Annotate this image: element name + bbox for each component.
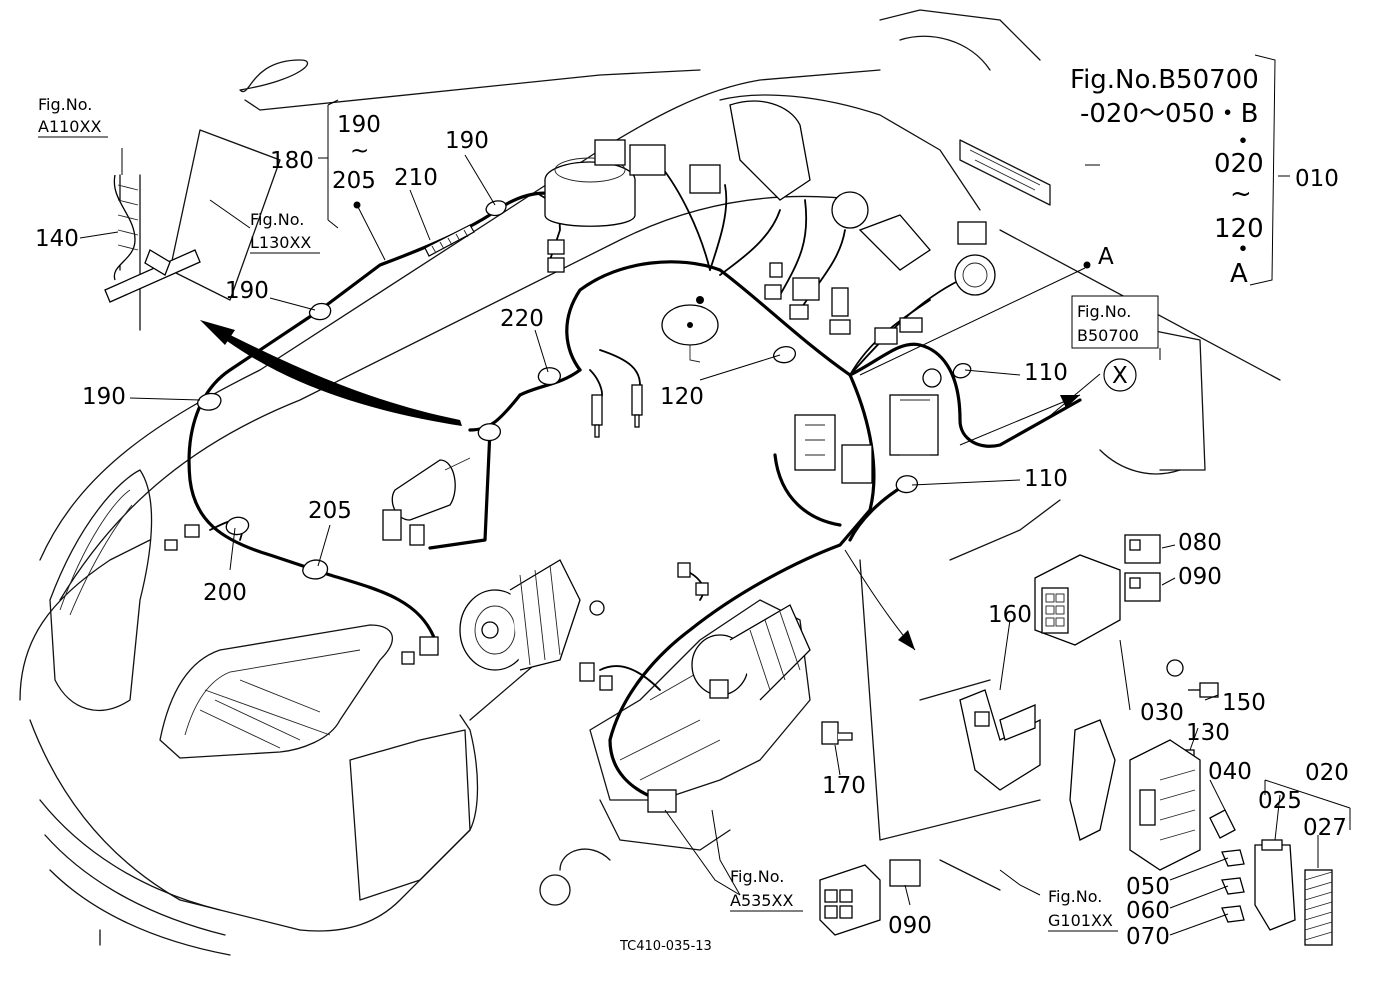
svg-text:Fig.No.B50700: Fig.No.B50700 bbox=[1070, 65, 1259, 95]
callout-010: 010 bbox=[1295, 166, 1339, 192]
range-190-205: 190 ~ 205 bbox=[332, 112, 381, 194]
svg-text:G101XX: G101XX bbox=[1048, 911, 1113, 930]
callout-a: A bbox=[1098, 244, 1114, 270]
glow-plug bbox=[591, 384, 643, 438]
callout-210: 210 bbox=[394, 165, 438, 191]
main-wire-harness bbox=[187, 191, 1082, 802]
fuel-cap bbox=[544, 157, 636, 227]
connector-090-lower bbox=[819, 859, 921, 936]
svg-text:A: A bbox=[1230, 259, 1248, 289]
callout-x-circle: X bbox=[1103, 358, 1137, 392]
svg-text:B50700: B50700 bbox=[1077, 326, 1139, 345]
svg-text:120: 120 bbox=[1214, 214, 1264, 244]
svg-text:A535XX: A535XX bbox=[730, 891, 793, 910]
callout-025: 025 bbox=[1258, 788, 1302, 814]
callout-060: 060 bbox=[1126, 898, 1170, 924]
starter-motor bbox=[691, 604, 811, 701]
direction-arrow-icon-right bbox=[959, 394, 1081, 446]
svg-text:-020～050・B: -020～050・B bbox=[1080, 99, 1258, 129]
callout-170: 170 bbox=[822, 773, 866, 799]
leader-lines bbox=[79, 54, 1351, 936]
connector-icon bbox=[164, 239, 923, 813]
callout-070: 070 bbox=[1126, 924, 1170, 950]
direction-arrow-icon bbox=[200, 320, 462, 426]
svg-text:~: ~ bbox=[1230, 179, 1252, 209]
callout-220: 220 bbox=[500, 306, 544, 332]
tractor-body-outline bbox=[19, 9, 1281, 956]
harness-sleeve-210 bbox=[424, 224, 475, 257]
fig-ref-g101: Fig.No. G101XX bbox=[1048, 887, 1118, 932]
svg-text:・: ・ bbox=[1230, 127, 1256, 157]
callout-090-lower: 090 bbox=[888, 913, 932, 939]
connector-080-090 bbox=[1124, 534, 1161, 602]
fuel-solenoid bbox=[382, 457, 471, 546]
fig-ref-l130: Fig.No. L130XX bbox=[250, 210, 320, 254]
direction-arrow-icon-down bbox=[844, 549, 916, 651]
fuse-box-cover-025 bbox=[1254, 839, 1296, 931]
cable-tie-140 bbox=[104, 174, 201, 303]
svg-text:190: 190 bbox=[337, 112, 381, 138]
main-fig-ref-b50700: Fig.No.B50700 -020～050・B ・ 020 ~ 120 ・ A bbox=[1070, 65, 1264, 289]
svg-text:020: 020 bbox=[1214, 149, 1264, 179]
svg-text:~: ~ bbox=[350, 138, 369, 164]
svg-text:L130XX: L130XX bbox=[250, 233, 311, 252]
fig-ref-b50700-box: Fig.No. B50700 bbox=[1071, 295, 1159, 349]
label-sticker-027 bbox=[1304, 869, 1333, 946]
callout-050: 050 bbox=[1126, 874, 1170, 900]
fuse-box-030 bbox=[1069, 719, 1201, 871]
svg-text:205: 205 bbox=[332, 168, 376, 194]
svg-text:Fig.No.: Fig.No. bbox=[1077, 302, 1131, 321]
callout-160: 160 bbox=[988, 602, 1032, 628]
connector-block bbox=[1034, 554, 1121, 646]
fig-ref-a110: Fig.No. A110XX bbox=[38, 95, 108, 138]
part-callouts: 010 A 020 025 027 030 040 050 060 070 08… bbox=[35, 128, 1349, 950]
svg-text:Fig.No.: Fig.No. bbox=[38, 95, 92, 114]
drawing-code: TC410-035-13 bbox=[619, 939, 712, 954]
callout-110-upper: 110 bbox=[1024, 360, 1068, 386]
svg-text:Fig.No.: Fig.No. bbox=[1048, 887, 1102, 906]
callout-027: 027 bbox=[1303, 815, 1347, 841]
callout-190-top: 190 bbox=[445, 128, 489, 154]
callout-080: 080 bbox=[1178, 530, 1222, 556]
sensor-plate bbox=[661, 296, 719, 363]
alternator bbox=[459, 559, 605, 671]
bracket-160 bbox=[959, 689, 1041, 791]
callout-120: 120 bbox=[660, 384, 704, 410]
svg-text:Fig.No.: Fig.No. bbox=[730, 867, 784, 886]
callout-090-upper: 090 bbox=[1178, 564, 1222, 590]
svg-text:A110XX: A110XX bbox=[38, 117, 101, 136]
callout-205: 205 bbox=[308, 498, 352, 524]
callout-200: 200 bbox=[203, 580, 247, 606]
callout-020: 020 bbox=[1305, 760, 1349, 786]
clamp-icon bbox=[197, 200, 972, 580]
callout-180: 180 bbox=[270, 148, 314, 174]
callout-040: 040 bbox=[1208, 759, 1252, 785]
callout-140: 140 bbox=[35, 226, 79, 252]
relay-icon bbox=[794, 368, 942, 484]
callout-190-mid: 190 bbox=[225, 278, 269, 304]
callout-110-lower: 110 bbox=[1024, 466, 1068, 492]
reference-dots bbox=[353, 201, 1091, 269]
callout-130: 130 bbox=[1186, 720, 1230, 746]
fig-ref-a535: Fig.No. A535XX bbox=[730, 867, 803, 912]
svg-text:X: X bbox=[1112, 363, 1128, 389]
callout-190-left: 190 bbox=[82, 384, 126, 410]
callout-150: 150 bbox=[1222, 690, 1266, 716]
callout-030: 030 bbox=[1140, 700, 1184, 726]
instrument-cluster bbox=[594, 100, 996, 296]
branch-wires bbox=[209, 164, 961, 691]
svg-text:・: ・ bbox=[1230, 235, 1256, 265]
svg-text:Fig.No.: Fig.No. bbox=[250, 210, 304, 229]
fuse-icon bbox=[1209, 809, 1245, 923]
